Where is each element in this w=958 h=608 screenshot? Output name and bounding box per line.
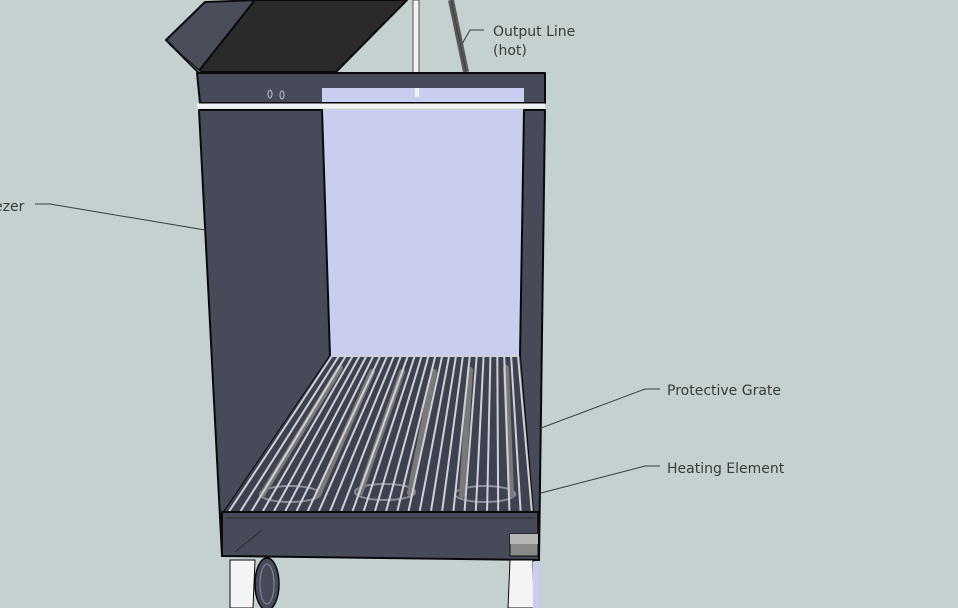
- bolt-hole: [267, 89, 273, 99]
- grate-bar: [486, 355, 492, 514]
- output-line-label-line1: Output Line: [493, 24, 575, 40]
- grate-bar: [452, 355, 471, 514]
- grate-bar: [350, 355, 409, 514]
- grate-bar: [283, 355, 368, 514]
- grate-bar: [395, 355, 437, 514]
- lid: [165, 0, 408, 75]
- grate-bar: [384, 355, 430, 514]
- front-lip: [221, 511, 540, 561]
- grate-bar: [463, 355, 478, 514]
- callout-protective-grate: Protective Grate: [540, 383, 781, 429]
- grate-bar: [328, 355, 395, 514]
- grate-bar: [272, 355, 361, 514]
- grate-bar: [429, 355, 457, 514]
- heating-element-label: Heating Element: [667, 461, 785, 477]
- grate-bar: [238, 355, 340, 514]
- grate-bar: [440, 355, 464, 514]
- grate-bar: [496, 355, 500, 514]
- wheel: [254, 557, 280, 608]
- inner-back-panel: [322, 110, 524, 356]
- callout-left-partial: ezer: [0, 199, 206, 231]
- protective-grate-label: Protective Grate: [667, 383, 781, 399]
- grate-bar: [474, 355, 485, 514]
- grate-bar: [339, 355, 402, 514]
- top-rim: [196, 72, 546, 109]
- grate-bar: [503, 355, 511, 514]
- legs: [229, 557, 539, 608]
- grate-bar: [517, 355, 533, 514]
- callout-heating-element: Heating Element: [540, 461, 785, 494]
- left-partial-label: ezer: [0, 199, 25, 215]
- protective-grate: [225, 355, 535, 516]
- output-line-label-line2: (hot): [493, 43, 527, 59]
- grate-bar: [418, 355, 451, 514]
- grate-bar: [407, 355, 444, 514]
- grate-bar: [317, 355, 389, 514]
- grate-bar: [249, 355, 347, 514]
- grate-bar: [305, 355, 382, 514]
- grate-bar: [373, 355, 423, 514]
- grate-bar: [294, 355, 375, 514]
- grate-bar: [510, 355, 522, 514]
- grate-bar: [260, 355, 354, 514]
- bolt-hole: [279, 90, 285, 100]
- callout-output-line: Output Line (hot): [461, 24, 575, 59]
- grate-bar: [362, 355, 416, 514]
- grate-bar: [227, 355, 333, 514]
